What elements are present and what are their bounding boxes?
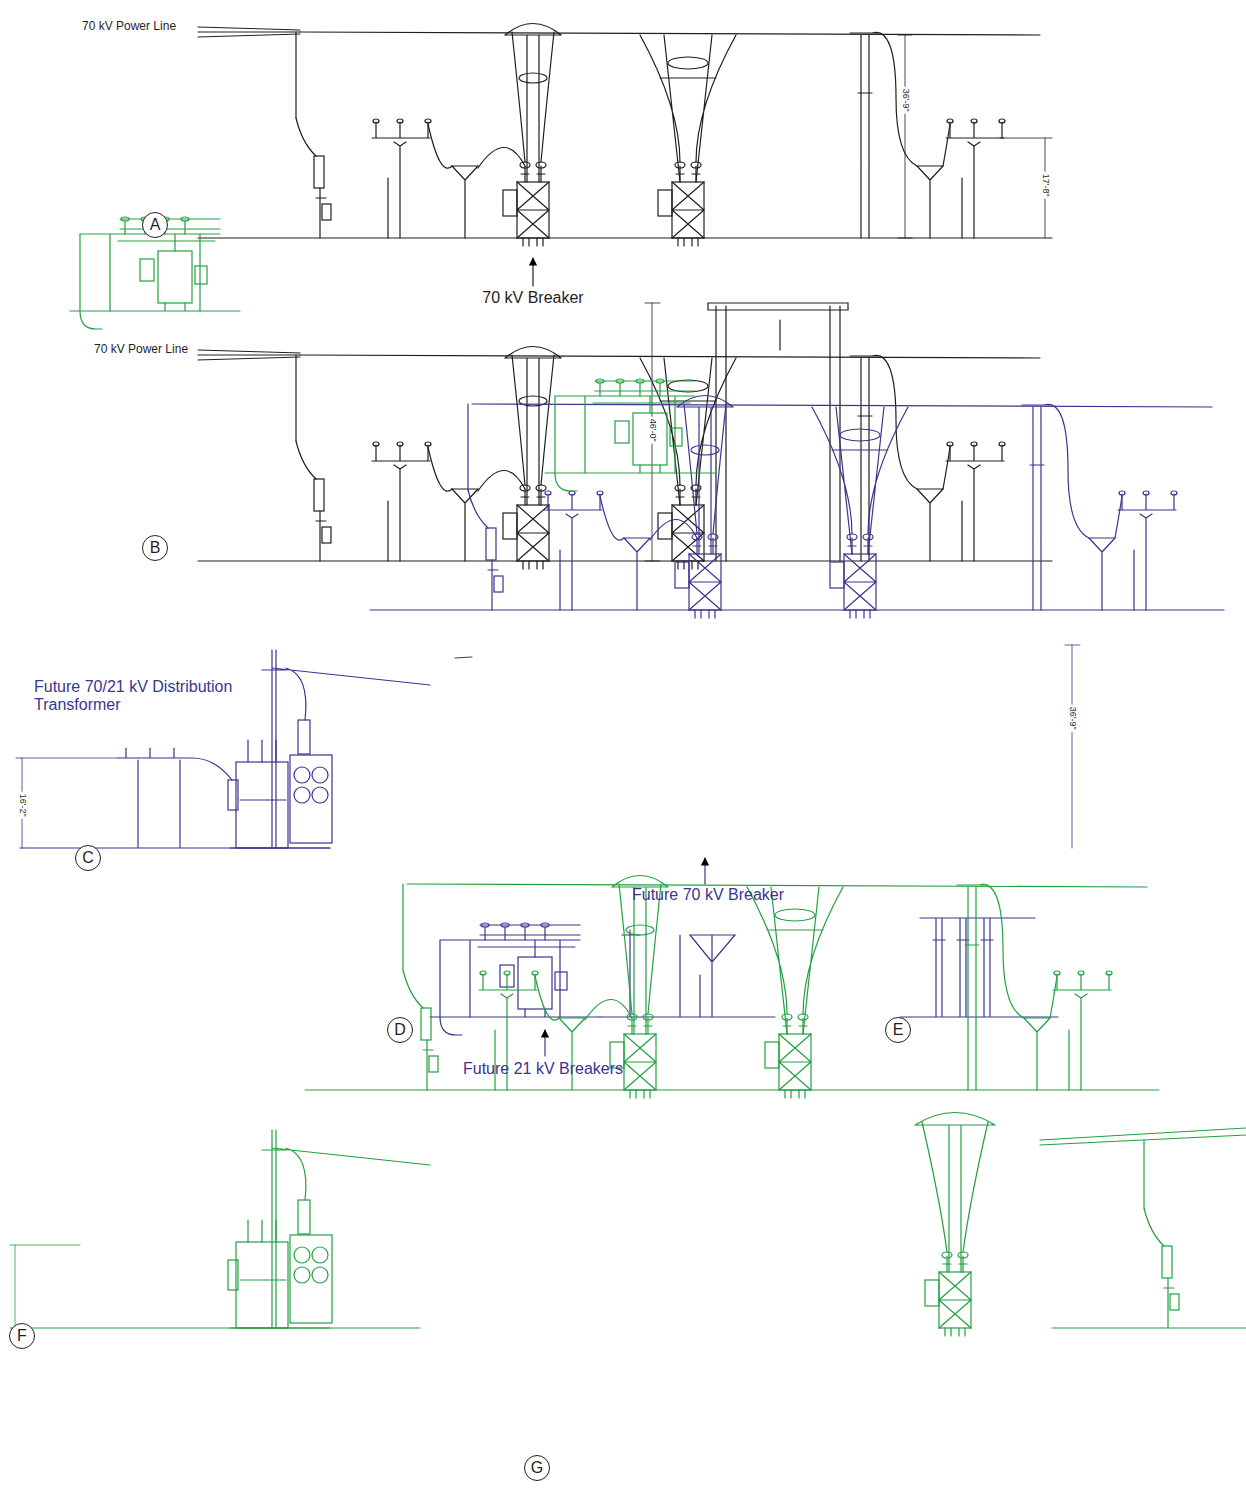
section-marker: D [387,1017,413,1043]
callout-label: Future 21 kV Breakers [463,1060,623,1078]
dimension-label: 36'-9" [900,87,910,114]
section-letter: F [17,1328,27,1344]
section-marker: B [142,535,168,561]
dimension-label: 16'-2" [17,792,27,819]
callout-label: Future 70/21 kV Distribution Transformer [34,678,264,715]
elevation-b [198,303,1052,569]
section-letter: B [150,540,161,556]
section-letter: D [394,1022,406,1038]
callout-label: Future 70 kV Breaker [632,886,784,904]
section-letter: E [893,1022,904,1038]
dimension-label: 17'-8" [1040,172,1050,199]
section-marker: F [9,1323,35,1349]
dimension-label: 46'-0" [647,417,657,444]
section-marker: A [142,212,168,238]
section-marker: C [75,845,101,871]
section-letter: A [150,217,161,233]
elevation-f [10,217,1246,1336]
elevation-c [16,396,1224,1057]
section-marker: E [885,1017,911,1043]
callout-label: 70 kV Power Line [82,20,176,34]
section-marker: G [524,1455,550,1481]
dimension-label: 36'-9" [1067,705,1077,732]
callout-label: 70 kV Breaker [482,289,583,307]
section-letter: G [531,1460,543,1476]
callout-label: 70 kV Power Line [94,343,188,357]
section-letter: C [82,850,94,866]
elevation-a [198,24,1052,287]
